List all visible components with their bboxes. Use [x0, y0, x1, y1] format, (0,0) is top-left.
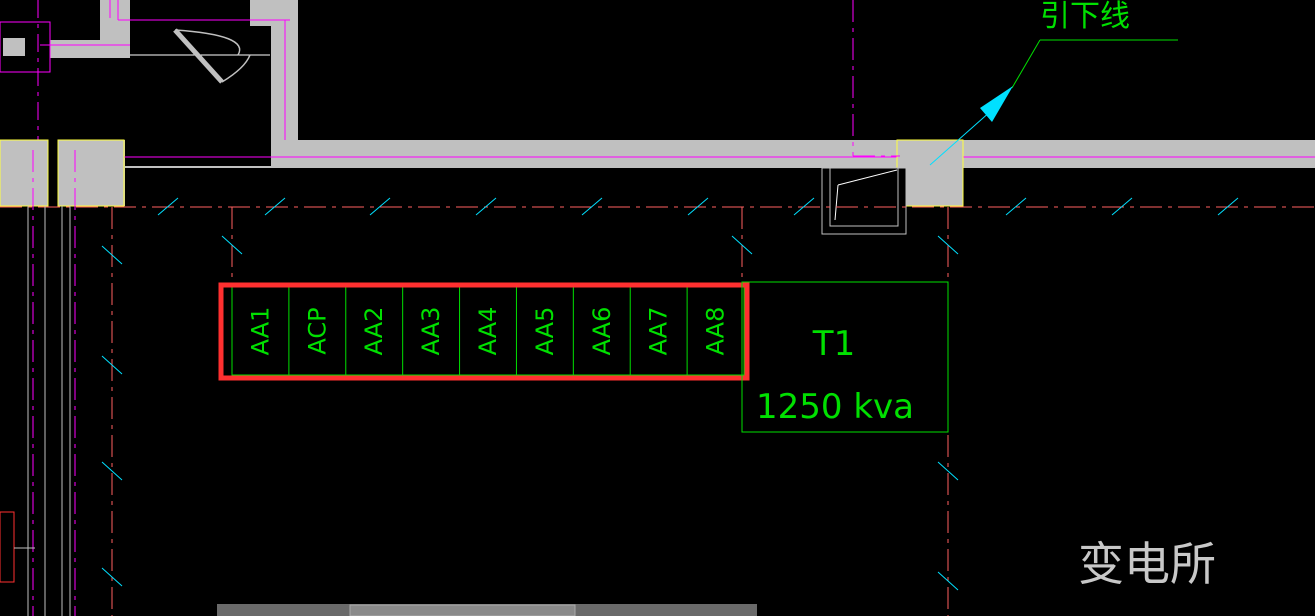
- switchgear-panel-label: AA4: [474, 307, 502, 356]
- switchgear-labels: AA1 ACP AA2 AA3 AA4 AA5 AA6 AA7 AA8: [246, 307, 729, 356]
- leader-note: 引下线: [1040, 0, 1130, 34]
- switchgear-panel-label: ACP: [303, 307, 331, 354]
- switchgear-row: AA1 ACP AA2 AA3 AA4 AA5 AA6 AA7 AA8: [218, 282, 750, 381]
- switchgear-panel-label: AA1: [246, 307, 274, 356]
- switchgear-panel-label: AA6: [588, 307, 616, 356]
- bottom-bar-thumb[interactable]: [349, 604, 576, 616]
- switchgear-panel-label: AA5: [531, 307, 559, 356]
- left-edge-fragment: [0, 511, 35, 583]
- room-name: 变电所: [1078, 537, 1216, 591]
- switchgear-panel-label: AA2: [360, 307, 388, 356]
- left-wall-lines: [27, 206, 71, 616]
- transformer-rating: 1250 kva: [756, 387, 914, 427]
- leader-arrow-icon: [980, 86, 1013, 122]
- main-wall: [0, 140, 1315, 210]
- switchgear-panel-label: AA7: [645, 307, 673, 356]
- bottom-bar[interactable]: [217, 604, 757, 616]
- leader-line: [929, 39, 1178, 166]
- switchgear-dividers: [288, 287, 688, 375]
- shaft-opening: [821, 167, 907, 235]
- switchgear-panel-label: AA8: [702, 307, 730, 356]
- tick-marks: [101, 197, 1239, 591]
- door-symbol: [173, 28, 251, 84]
- switchgear-panel-label: AA3: [417, 307, 445, 356]
- highlight-box: [218, 282, 750, 381]
- columns: [0, 139, 964, 207]
- top-left-walls: [0, 0, 298, 168]
- transformer-t1: T1 1250 kva: [741, 281, 949, 433]
- transformer-name: T1: [812, 324, 855, 364]
